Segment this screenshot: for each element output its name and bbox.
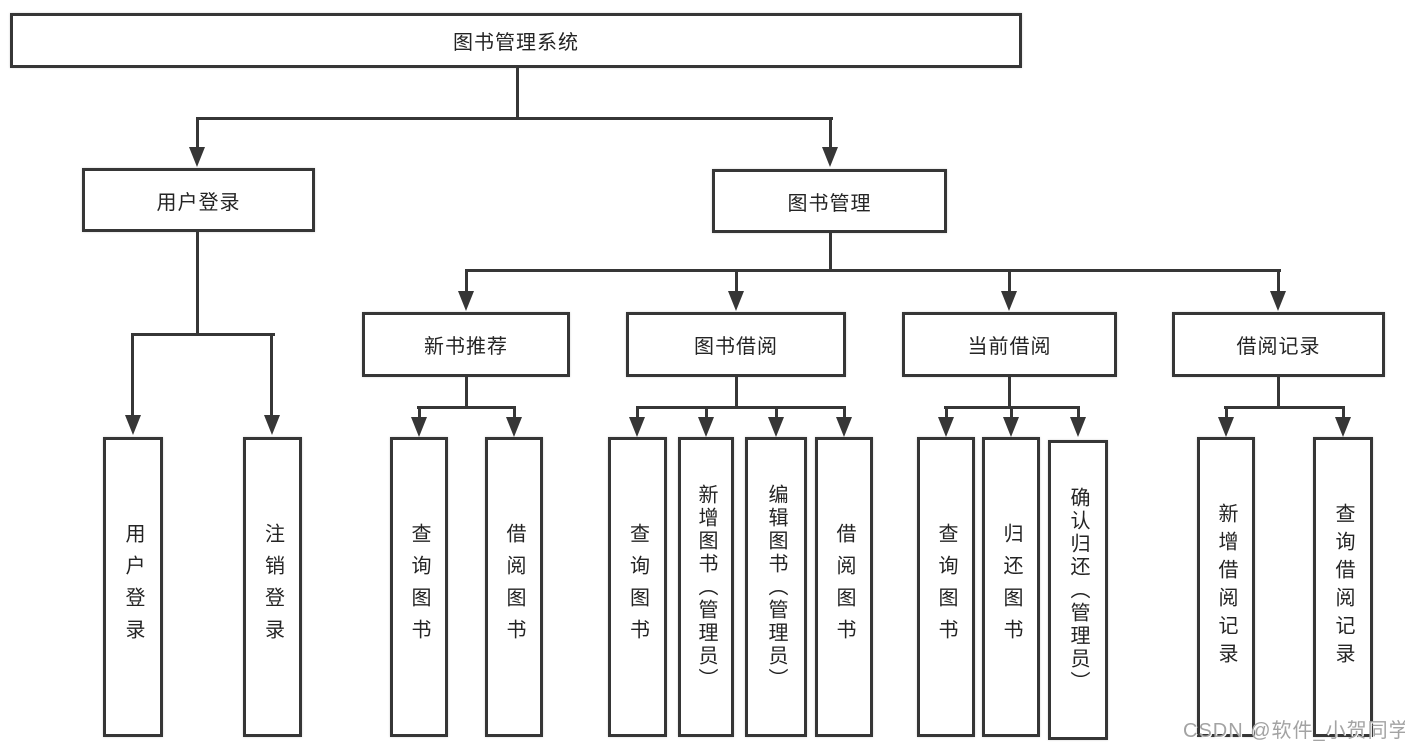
connector-arrowhead — [1335, 417, 1351, 437]
connector-line — [1225, 406, 1228, 419]
leaf-query-books-current: 查询图书 — [917, 437, 975, 737]
leaf-return-books-label: 归还图书 — [1000, 523, 1022, 651]
connector-line — [945, 406, 948, 419]
connector-line — [270, 333, 273, 417]
leaf-borrow-books: 借阅图书 — [815, 437, 873, 737]
connector-arrowhead — [1001, 291, 1017, 311]
connector-line — [636, 406, 639, 419]
node-library-system-label: 图书管理系统 — [453, 32, 579, 54]
connector-line — [516, 67, 519, 119]
connector-line — [1277, 376, 1280, 409]
connector-line — [1342, 406, 1345, 419]
leaf-user-logout-label: 注销登录 — [261, 523, 284, 651]
connector-line — [196, 117, 199, 148]
node-borrow-records: 借阅记录 — [1172, 312, 1385, 377]
leaf-borrow-books-newbook: 借阅图书 — [485, 437, 543, 737]
connector-arrowhead — [629, 417, 645, 437]
connector-arrowhead — [836, 417, 852, 437]
connector-line — [418, 406, 421, 419]
connector-arrowhead — [1270, 291, 1286, 311]
connector-line — [636, 406, 846, 409]
csdn-watermark: CSDN @软件_小贺同学 — [1183, 720, 1405, 742]
leaf-confirm-return-admin-label: 确认归还（管理员） — [1067, 486, 1089, 694]
leaf-add-borrow-record-label: 新增借阅记录 — [1215, 503, 1237, 671]
node-user-login-label: 用户登录 — [156, 191, 241, 214]
connector-line — [829, 233, 832, 272]
connector-line — [465, 376, 468, 409]
connector-arrowhead — [1070, 417, 1086, 437]
leaf-query-borrow-record: 查询借阅记录 — [1313, 437, 1373, 737]
connector-arrowhead — [506, 417, 522, 437]
node-book-borrow: 图书借阅 — [626, 312, 846, 377]
leaf-confirm-return-admin: 确认归还（管理员） — [1048, 440, 1108, 740]
node-new-book-recommend: 新书推荐 — [362, 312, 570, 377]
connector-arrowhead — [1218, 417, 1234, 437]
connector-line — [131, 333, 275, 336]
connector-line — [131, 333, 134, 417]
connector-arrowhead — [728, 291, 744, 311]
leaf-user-logout: 注销登录 — [243, 437, 302, 737]
connector-line — [196, 232, 199, 336]
connector-line — [1224, 406, 1345, 409]
connector-line — [1008, 376, 1011, 409]
connector-arrowhead — [822, 147, 838, 167]
leaf-borrow-books-label: 借阅图书 — [833, 523, 855, 651]
leaf-query-books-borrow-label: 查询图书 — [626, 523, 649, 651]
leaf-borrow-books-newbook-label: 借阅图书 — [503, 523, 525, 651]
connector-line — [735, 376, 738, 409]
connector-arrowhead — [1003, 417, 1019, 437]
leaf-edit-books-admin-label: 编辑图书（管理员） — [765, 483, 787, 691]
connector-line — [775, 406, 778, 419]
leaf-query-books-borrow: 查询图书 — [608, 437, 667, 737]
connector-arrowhead — [125, 415, 141, 435]
connector-line — [513, 406, 516, 419]
connector-arrowhead — [938, 417, 954, 437]
node-book-management-label: 图书管理 — [787, 192, 872, 215]
node-book-management: 图书管理 — [712, 169, 947, 233]
leaf-add-books-admin-label: 新增图书（管理员） — [695, 483, 717, 691]
leaf-query-books-newbook-label: 查询图书 — [408, 523, 430, 651]
node-new-book-recommend-label: 新书推荐 — [424, 336, 508, 358]
leaf-add-books-admin: 新增图书（管理员） — [678, 437, 734, 737]
connector-line — [417, 406, 516, 409]
connector-arrowhead — [698, 417, 714, 437]
connector-arrowhead — [768, 417, 784, 437]
connector-line — [465, 269, 468, 293]
leaf-query-borrow-record-label: 查询借阅记录 — [1332, 503, 1354, 671]
connector-line — [705, 406, 708, 419]
connector-line — [1077, 406, 1080, 419]
connector-arrowhead — [458, 291, 474, 311]
node-borrow-records-label: 借阅记录 — [1236, 336, 1321, 358]
connector-line — [843, 406, 846, 419]
leaf-user-login-label: 用户登录 — [122, 523, 144, 651]
connector-line — [465, 269, 1281, 272]
connector-arrowhead — [264, 415, 280, 435]
connector-arrowhead — [189, 147, 205, 167]
connector-line — [1008, 269, 1011, 293]
leaf-return-books: 归还图书 — [982, 437, 1040, 737]
connector-line — [196, 117, 833, 120]
node-current-borrow-label: 当前借阅 — [967, 336, 1052, 358]
connector-arrowhead — [411, 417, 427, 437]
connector-line — [735, 269, 738, 293]
leaf-add-borrow-record: 新增借阅记录 — [1197, 437, 1255, 737]
node-user-login: 用户登录 — [82, 168, 315, 232]
leaf-edit-books-admin: 编辑图书（管理员） — [745, 437, 807, 737]
connector-line — [829, 117, 832, 148]
connector-line — [1010, 406, 1013, 419]
node-current-borrow: 当前借阅 — [902, 312, 1117, 377]
node-book-borrow-label: 图书借阅 — [694, 336, 778, 358]
connector-line — [1277, 269, 1280, 293]
leaf-user-login: 用户登录 — [103, 437, 163, 737]
node-library-system: 图书管理系统 — [10, 13, 1022, 68]
leaf-query-books-current-label: 查询图书 — [935, 523, 957, 651]
leaf-query-books-newbook: 查询图书 — [390, 437, 448, 737]
